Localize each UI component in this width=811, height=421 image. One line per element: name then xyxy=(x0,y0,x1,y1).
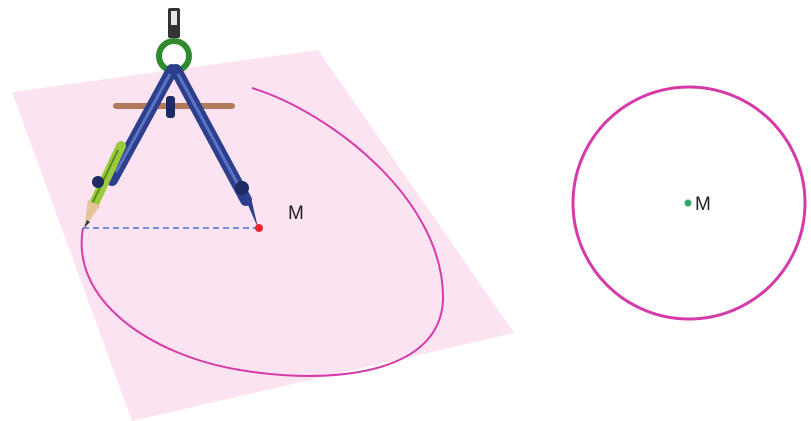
paper-sheet xyxy=(12,50,514,421)
drawing-compass-icon xyxy=(84,8,258,228)
left-center-label: M xyxy=(288,203,304,224)
right-center-label: M xyxy=(695,194,711,215)
finished-circle xyxy=(571,85,807,321)
right-center-point xyxy=(684,199,692,207)
left-center-point xyxy=(255,224,263,232)
traced-circle-arc xyxy=(80,87,445,377)
